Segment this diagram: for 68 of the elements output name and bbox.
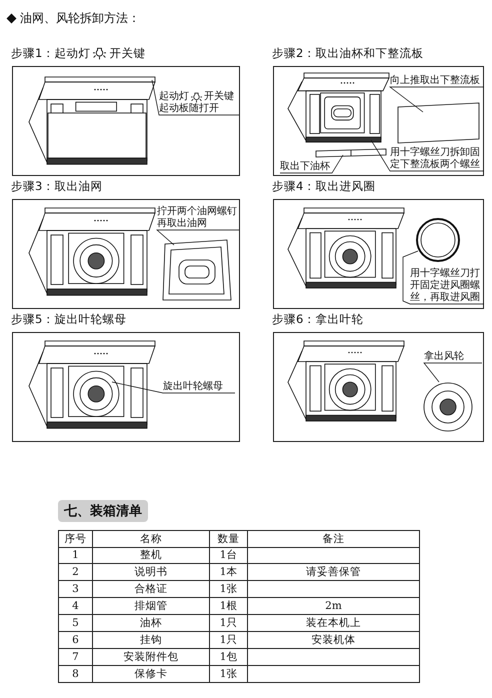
table-cell: 安装附件包 (92, 649, 210, 665)
table-row (58, 632, 420, 649)
table-row (58, 666, 420, 683)
callout-text: 拿出风轮 (424, 351, 465, 363)
table-row (58, 598, 420, 615)
table-cell: 1包 (210, 649, 248, 665)
step-heading: 步骤4：取出进风圈 (272, 179, 376, 194)
table-cell: 7 (59, 649, 93, 665)
step-heading: 步骤6：拿出叶轮 (272, 312, 364, 327)
callout-text: 取出下油杯 (280, 161, 331, 173)
leader-line (112, 382, 236, 394)
leader-line (156, 230, 240, 246)
table-cell: 3 (59, 581, 93, 597)
table-cell: 1只 (210, 615, 248, 631)
table-cell: 1本 (210, 564, 248, 580)
leader-line (402, 250, 484, 304)
column-header: 数量 (210, 531, 248, 547)
column-header: 备注 (321, 532, 346, 547)
table-cell: 合格证 (92, 581, 210, 597)
table-cell: 8 (59, 666, 93, 682)
column-header: 名称 (92, 531, 210, 547)
table-cell: 1张 (210, 581, 248, 597)
callout-text: 旋出叶轮螺母 (163, 381, 224, 393)
callout-text: 起动灯 (159, 91, 189, 102)
table-cell: 1张 (210, 666, 248, 682)
table-row (58, 615, 420, 632)
table-cell: 1根 (210, 598, 248, 614)
column-header: 序号 (59, 531, 93, 547)
table-row (58, 547, 420, 564)
page-title: 油网、风轮拆卸方法： (20, 10, 140, 27)
table-cell-text: 请妥善保管 (304, 565, 362, 580)
table-cell: 油杯 (92, 615, 210, 631)
table-header-row (58, 530, 420, 548)
leader-line (388, 86, 484, 112)
step-heading: 步骤1：起动灯 (11, 46, 90, 61)
table-cell: 保修卡 (92, 666, 210, 682)
step-heading: 步骤5：旋出叶轮螺母 (11, 312, 126, 327)
table-cell: 4 (59, 598, 93, 614)
table-cell-text: 安装机体 (310, 633, 356, 648)
callout-text: 用十字螺丝刀拆卸固定下整流板两个螺丝 (390, 147, 481, 171)
table-cell: 5 (59, 615, 93, 631)
table-row (58, 564, 420, 581)
table-cell: 1只 (210, 632, 248, 648)
table-cell: 说明书 (92, 564, 210, 580)
step-heading: 步骤3：取出油网 (11, 179, 102, 194)
callout-text: 拧开两个油网螺钉再取出油网 (157, 206, 238, 230)
callout-text: 用十字螺丝刀打开固定进风圈螺丝，再取进风圈 (410, 268, 481, 304)
step-heading: 步骤2：取出油杯和下整流板 (272, 46, 424, 61)
table-cell-text: 装在本机上 (304, 616, 362, 631)
table-cell: 1台 (210, 547, 248, 563)
table-cell: 排烟管 (92, 598, 210, 614)
callout-text: 向上推取出下整流板 (390, 75, 481, 87)
table-cell: 2 (59, 564, 93, 580)
leader-line (280, 154, 344, 174)
table-cell: 挂钩 (92, 632, 210, 648)
callout-text: 起动板随打开 (159, 103, 220, 115)
step-heading: 开关键 (109, 46, 146, 61)
leader-line (152, 80, 240, 116)
table-cell-text: 2m (324, 599, 343, 614)
table-cell: 整机 (92, 547, 210, 563)
section-heading: 七、装箱清单 (58, 500, 148, 522)
callout-text: 开关键 (204, 91, 234, 102)
table-cell: 6 (59, 632, 93, 648)
table-row (58, 649, 420, 666)
leader-line (423, 362, 482, 382)
table-row (58, 581, 420, 598)
table-cell: 1 (59, 547, 93, 563)
leader-line (370, 140, 484, 172)
